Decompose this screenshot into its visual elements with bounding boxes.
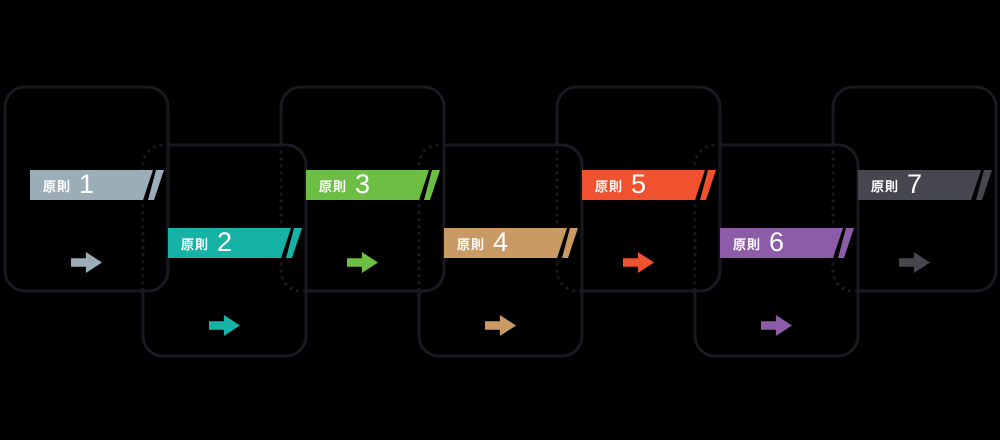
principle-number: 1 [79,168,95,199]
principle-banner-3: 原則 3 [306,170,442,200]
principle-card-1: 原則 1 [5,87,168,291]
card-outline-4 [417,143,584,358]
card-outline-7 [831,85,998,293]
card-outline-3 [279,85,446,293]
arrow-right-icon [71,252,102,273]
principle-number: 4 [493,226,509,257]
card-outline-5 [555,85,722,293]
card-outline-2-hidden [141,143,170,293]
arrow-right-icon [485,315,516,336]
ribbon-shape: 原則 2 [168,226,291,258]
card-outline-3-hidden [279,143,308,293]
principle-card-7: 原則 7 [833,87,996,291]
principle-banner-1: 原則 1 [30,170,166,200]
principle-card-2: 原則 2 [143,145,306,356]
principle-card-3: 原則 3 [281,87,444,291]
card-outline-5-hidden [555,143,584,293]
arrow-right-icon [761,315,792,336]
ribbon-shape: 原則 5 [582,168,705,200]
card-outline-4-hidden [417,143,446,293]
card-outline-6 [693,143,860,358]
card-outline-7-hidden [831,143,860,293]
principle-label: 原則 [595,178,624,194]
principle-number: 2 [217,226,233,257]
principle-number: 3 [355,168,371,199]
ribbon-shape: 原則 3 [306,168,429,200]
arrow-right-icon [623,252,654,273]
principle-label: 原則 [457,236,486,252]
principle-label: 原則 [181,236,210,252]
card-outline-2 [141,143,308,358]
principle-number: 7 [907,168,923,199]
principle-banner-4: 原則 4 [444,228,580,258]
principle-label: 原則 [43,178,72,194]
principle-card-6: 原則 6 [695,145,858,356]
principle-label: 原則 [733,236,762,252]
principle-banner-6: 原則 6 [720,228,856,258]
ribbon-shape: 原則 1 [30,168,153,200]
principle-label: 原則 [871,178,900,194]
principle-number: 6 [769,226,785,257]
principle-label: 原則 [319,178,348,194]
ribbon-shape: 原則 7 [858,168,981,200]
principle-banner-2: 原則 2 [168,228,304,258]
ribbon-shape: 原則 6 [720,226,843,258]
principle-card-5: 原則 5 [557,87,720,291]
card-outline-1 [3,85,170,293]
card-outline-6-hidden [693,143,722,293]
ribbon-shape: 原則 4 [444,226,567,258]
arrow-right-icon [347,252,378,273]
principle-banner-5: 原則 5 [582,170,718,200]
principle-number: 5 [631,168,647,199]
principle-banner-7: 原則 7 [858,170,994,200]
principle-card-4: 原則 4 [419,145,582,356]
arrow-right-icon [209,315,240,336]
arrow-right-icon [899,252,930,273]
